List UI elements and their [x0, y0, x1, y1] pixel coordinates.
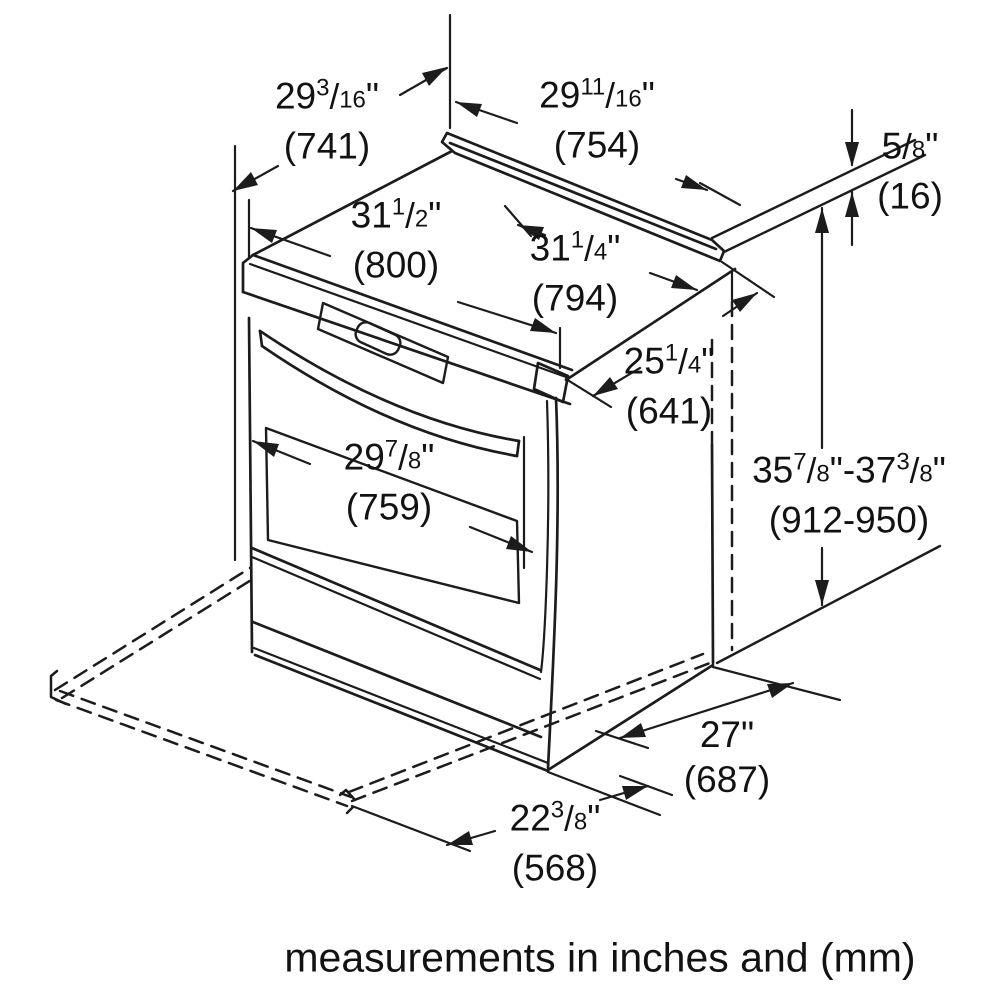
dim-label-backguard-lip-16: 5/8"(16)	[877, 125, 943, 217]
arrow-568-right	[622, 786, 648, 800]
rear-corner-extension	[711, 665, 842, 702]
dim-label-cutout-width-568: 223/8"(568)	[509, 796, 601, 889]
panel-right-cap	[532, 361, 570, 404]
floor-line	[715, 544, 942, 665]
footprint-right-outer	[350, 661, 712, 803]
arrow-687-right	[767, 683, 793, 698]
base-bottom-edge	[253, 653, 550, 773]
display-panel	[316, 301, 450, 385]
ext-687-left-tick	[594, 729, 650, 750]
arrow-754-left	[456, 102, 482, 117]
door-handle-top	[258, 329, 521, 443]
arrow-16-down	[845, 142, 859, 167]
ext-641-front-tick	[564, 377, 613, 409]
arrow-741-bottom	[233, 172, 258, 191]
drawer-top-edge	[250, 555, 542, 681]
arrow-800-left	[251, 228, 277, 243]
arrow-641-right	[732, 293, 757, 312]
base-top-edge	[252, 646, 550, 765]
cooktop-left-edge	[251, 149, 454, 257]
front-corner-extension	[546, 770, 662, 817]
dim-label-height-912-950: 357/8"-373/8"(912-950)	[752, 448, 946, 541]
dim-label-overall-width-800: 311/2"(800)	[350, 193, 442, 286]
arrow-794-right	[671, 275, 697, 290]
dim-label-depth-687: 27"(687)	[683, 714, 771, 800]
front-right-corner-edge	[546, 396, 560, 770]
ext-794-left-tick	[503, 204, 533, 238]
corner-mark-front	[338, 788, 357, 815]
units-caption: measurements in inches and (mm)	[284, 934, 916, 981]
arrow-16-up	[845, 192, 859, 217]
cooktop-front-edge	[251, 253, 574, 372]
cabinet-left-edge	[247, 316, 254, 654]
footprint-front-inner	[58, 689, 353, 799]
cooktop-front-lip	[248, 262, 568, 379]
side-top-edge	[564, 267, 737, 382]
dim-label-back-width-754: 2911/16"(754)	[539, 73, 655, 166]
arrow-754-right	[681, 175, 707, 190]
counter-line-upper	[710, 138, 917, 240]
footprint-front-outer	[54, 698, 349, 808]
handle-right-cap	[515, 439, 521, 458]
backguard	[440, 131, 726, 263]
arrow-687-left	[620, 723, 646, 738]
arrow-height-bottom	[815, 580, 829, 605]
panel-left-cap	[241, 253, 255, 294]
side-bottom-edge	[546, 663, 715, 772]
ext-641-back-tick	[720, 260, 776, 299]
dim-label-top-depth-641: 251/4"(641)	[623, 339, 715, 432]
footprint-right-inner	[347, 652, 705, 794]
rear-right-edge	[710, 442, 715, 665]
dim-label-door-width-759: 297/8"(759)	[343, 435, 435, 528]
door-bottom-edge	[250, 546, 542, 672]
front-right-corner-inner	[539, 399, 550, 674]
dim-687-line	[618, 681, 795, 740]
range-body	[241, 131, 942, 817]
arrow-794-left	[518, 225, 544, 240]
arrow-800-right	[530, 318, 556, 333]
dim-label-cooktop-depth-741: 293/16"(741)	[274, 74, 380, 167]
dim-label-cooktop-width-794: 311/4"(794)	[529, 226, 621, 319]
backguard-inner-line	[448, 141, 718, 251]
footprint-left-outer	[53, 566, 252, 692]
corner-mark-left	[49, 669, 68, 706]
arrow-759-left	[253, 441, 279, 457]
control-panel-bottom	[241, 290, 572, 406]
drawer-bottom-edge	[251, 620, 543, 739]
arrow-height-top	[815, 208, 829, 233]
dimension-arrowheads	[233, 67, 859, 845]
ext-568-right-tick	[618, 774, 674, 797]
arrow-759-right	[506, 536, 532, 552]
footprint-left-inner	[60, 575, 258, 700]
cutout-footprint	[53, 300, 734, 808]
ext-754-right-tick	[698, 181, 742, 207]
display-window	[354, 321, 402, 356]
door-inner-outline	[264, 426, 521, 605]
arrow-568-left	[447, 831, 473, 845]
door-handle-bottom	[260, 344, 519, 458]
arrow-641-left	[593, 377, 618, 396]
handle-left-cap	[258, 329, 264, 348]
arrow-741-top	[422, 67, 447, 86]
footprint-corner-marks	[49, 669, 357, 815]
counter-line-lower	[722, 153, 927, 254]
